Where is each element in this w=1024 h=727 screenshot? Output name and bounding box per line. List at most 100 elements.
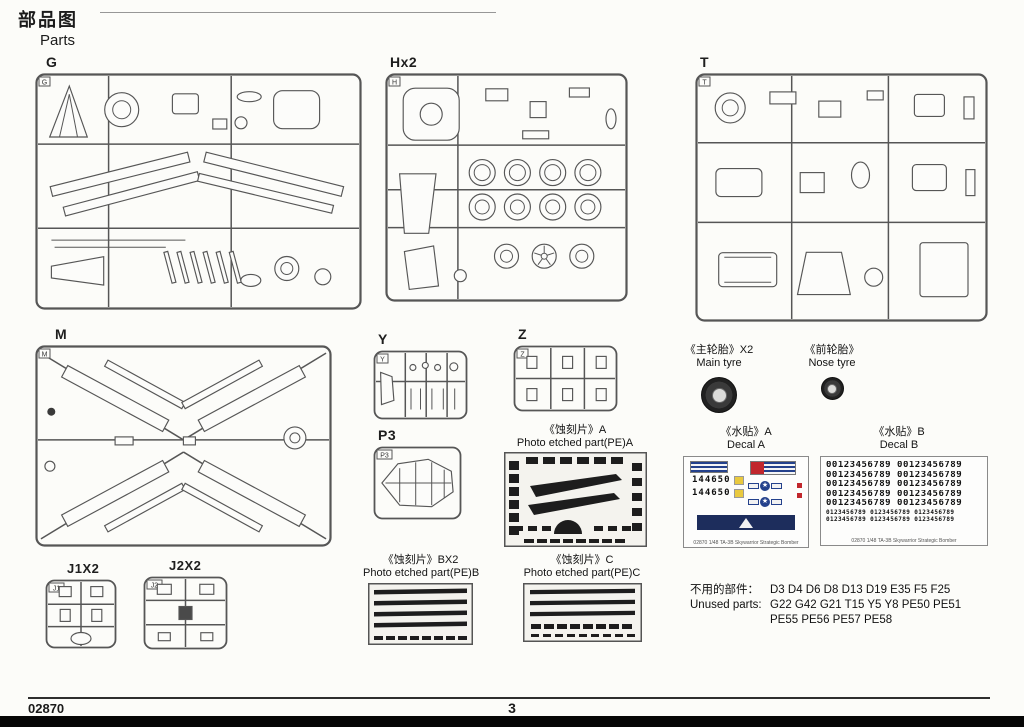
unused-row-2: Unused parts: G22 G42 G21 T15 Y5 Y8 PE50… [690, 598, 1010, 613]
pe-a-label-en: Photo etched part(PE)A [516, 437, 634, 449]
decal-a-block: 《水贴》A Decal A 144650 144650 02870 1/48 T… [682, 426, 810, 548]
sprue-m-art: M [35, 345, 332, 547]
tyre-hub [711, 387, 727, 403]
sprue-p3-block: P3 P3 [373, 427, 462, 520]
page-title-cn: 部品图 [18, 10, 78, 30]
svg-text:J2: J2 [151, 583, 159, 590]
svg-text:G: G [42, 80, 47, 87]
sprue-j2-block: J2X2 J2 [143, 558, 228, 650]
insignia-bar [748, 483, 759, 489]
sprue-g-label: G [46, 54, 58, 70]
pe-b-label-cn: 《蚀刻片》BX2 [382, 554, 459, 566]
sprue-j1-art: J1 [45, 579, 117, 649]
insignia-bar [771, 483, 782, 489]
tyre-hub [827, 383, 837, 394]
sprue-z-label: Z [518, 326, 528, 342]
decal-a-red-mark-1 [797, 483, 802, 488]
sprue-y-block: Y Y [373, 331, 468, 420]
decal-b-sheet: 00123456789 00123456789 00123456789 0012… [820, 456, 988, 546]
decal-b-digit-row: 00123456789 00123456789 [826, 470, 963, 480]
svg-text:T: T [702, 80, 707, 87]
decal-b-digit-row: 00123456789 00123456789 [826, 489, 963, 499]
decal-a-stripe-flag-right [750, 461, 796, 475]
sprue-t-block: T T [695, 54, 988, 322]
sprue-p3-art: P3 [373, 446, 462, 520]
nose-tyre-image [820, 377, 844, 400]
unused-label-en: Unused parts: [690, 599, 762, 611]
sprue-m-block: M M [35, 326, 332, 547]
sprue-j1-label: J1X2 [67, 561, 100, 576]
main-tyre-label-cn: 《主轮胎》X2 [684, 344, 754, 356]
sprue-t-art: T [695, 73, 988, 322]
svg-text:H: H [392, 80, 397, 87]
pe-b-fret [368, 583, 473, 645]
page-title-en: Parts [40, 32, 76, 49]
sprue-g-art: G [35, 73, 362, 310]
sprue-h-label: Hx2 [390, 54, 418, 70]
nose-tyre-block: 《前轮胎》 Nose tyre [798, 344, 866, 400]
decal-a-silhouette-panel [697, 515, 795, 530]
sprue-j2-label: J2X2 [169, 558, 202, 573]
sprue-g-block: G G [35, 54, 362, 310]
sprue-y-art: Y [373, 350, 468, 420]
unused-line-1: D3 D4 D6 D8 D13 D19 E35 F5 F25 [770, 584, 951, 596]
sprue-j2-art: J2 [143, 576, 228, 650]
sprue-z-art: Z [513, 345, 618, 412]
decal-a-sheet: 144650 144650 02870 1/48 TA-3B Skywarrio… [683, 456, 809, 548]
pe-b-label-en: Photo etched part(PE)B [363, 567, 480, 579]
pe-c-label-en: Photo etched part(PE)C [523, 567, 641, 579]
bottom-black-bar [0, 716, 1024, 727]
sprue-m-label: M [55, 326, 68, 342]
page-number: 3 [508, 700, 516, 716]
unused-line-3: PE55 PE56 PE57 PE58 [770, 614, 893, 626]
decal-a-stripe-flag-left [690, 461, 728, 473]
sprue-j1-block: J1X2 J1 [45, 561, 117, 649]
nose-tyre-label-cn: 《前轮胎》 [804, 344, 860, 356]
decal-b-label-en: Decal B [879, 439, 919, 451]
decal-b-digit-row: 00123456789 00123456789 [826, 461, 963, 470]
decal-b-digit-row-small: 0123456789 0123456789 0123456789 [826, 515, 955, 523]
star-roundel-icon [760, 497, 770, 507]
pe-c-block: 《蚀刻片》C Photo etched part(PE)C [518, 554, 646, 642]
decal-b-digit-row: 00123456789 00123456789 [826, 480, 963, 489]
pe-b-block: 《蚀刻片》BX2 Photo etched part(PE)B [363, 554, 480, 645]
svg-text:M: M [42, 352, 48, 359]
main-tyre-image [701, 377, 737, 413]
decal-a-yellow-chip-2 [734, 489, 744, 498]
nose-tyre-label-en: Nose tyre [808, 357, 856, 369]
pe-a-fret [503, 452, 647, 547]
decal-b-label-cn: 《水贴》B [873, 426, 925, 438]
decal-a-insignia-2 [748, 497, 782, 507]
decal-a-red-mark-2 [797, 493, 802, 498]
decal-a-caption: 02870 1/48 TA-3B Skywarrior Strategic Bo… [693, 540, 799, 546]
decal-a-label-cn: 《水贴》A [720, 426, 772, 438]
sprue-h-block: Hx2 H [385, 54, 628, 302]
sprue-y-label: Y [378, 331, 388, 347]
decal-a-label-en: Decal A [727, 439, 765, 451]
unused-line-2: G22 G42 G21 T15 Y5 Y8 PE50 PE51 [770, 599, 962, 611]
pe-a-label-cn: 《蚀刻片》A [543, 424, 607, 436]
star-roundel-icon [760, 481, 770, 491]
footer-rule [28, 697, 990, 699]
svg-text:J1: J1 [53, 586, 61, 593]
main-tyre-block: 《主轮胎》X2 Main tyre [680, 344, 758, 413]
decal-a-insignia-1 [748, 481, 782, 491]
unused-label-cn: 不用的部件： [690, 584, 759, 596]
sprue-z-block: Z Z [513, 326, 618, 412]
unused-label-spacer [690, 613, 770, 628]
svg-text:Y: Y [380, 357, 385, 364]
page-header: 部品图 Parts [18, 6, 78, 49]
decal-a-serial-1: 144650 [692, 475, 731, 485]
main-tyre-label-en: Main tyre [696, 357, 742, 369]
decal-a-serial-2: 144650 [692, 488, 731, 498]
unused-parts-block: 不用的部件： D3 D4 D6 D8 D13 D19 E35 F5 F25 Un… [690, 583, 1010, 628]
svg-text:P3: P3 [380, 453, 389, 460]
aircraft-silhouette-icon [739, 517, 753, 528]
kit-number: 02870 [28, 701, 65, 716]
unused-row-3: PE55 PE56 PE57 PE58 [690, 613, 1010, 628]
pe-a-block: 《蚀刻片》A Photo etched part(PE)A [495, 424, 655, 547]
decal-b-digit-row: 00123456789 00123456789 [826, 499, 963, 508]
svg-text:Z: Z [520, 352, 525, 359]
pe-c-fret [522, 583, 642, 642]
sprue-h-art: H [385, 73, 628, 302]
